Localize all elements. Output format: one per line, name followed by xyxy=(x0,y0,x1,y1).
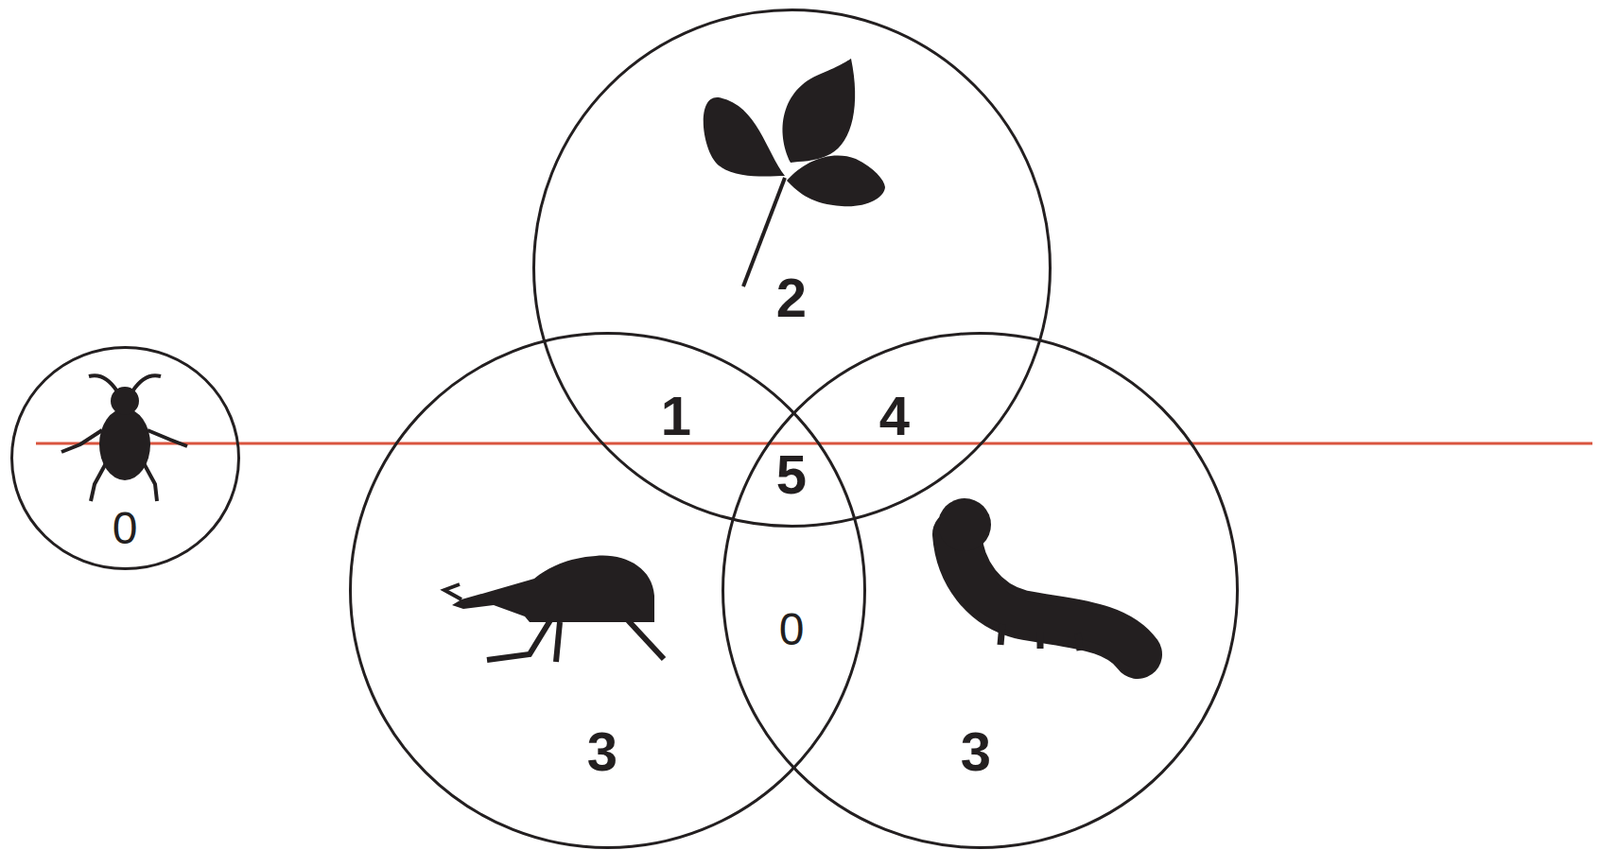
caterpillar-icon xyxy=(938,498,1138,655)
venn-circle: 3 xyxy=(348,331,867,850)
leaf-icon xyxy=(703,58,886,287)
count-number: 0 xyxy=(779,607,805,653)
red-line xyxy=(35,442,1593,446)
count-number: 1 xyxy=(660,388,692,444)
count-number: 3 xyxy=(938,724,1014,780)
region-count: 0 xyxy=(779,607,805,653)
count-number: 2 xyxy=(753,270,830,326)
count-number: 0 xyxy=(86,505,163,552)
circle-outline xyxy=(349,332,865,848)
aphid-icon xyxy=(61,375,188,502)
count-number: 3 xyxy=(564,724,641,780)
aphid-circle: 0 xyxy=(10,346,241,571)
circle-outline xyxy=(533,9,1050,526)
beetle-icon xyxy=(444,556,664,662)
region-count: 4 xyxy=(879,388,910,444)
venn-circle: 3 xyxy=(721,331,1239,850)
region-count: 1 xyxy=(660,388,692,444)
count-number: 5 xyxy=(776,447,807,503)
region-count: 5 xyxy=(776,447,807,503)
circle-outline xyxy=(11,347,239,569)
circle-outline xyxy=(722,332,1237,848)
count-number: 4 xyxy=(879,388,910,444)
